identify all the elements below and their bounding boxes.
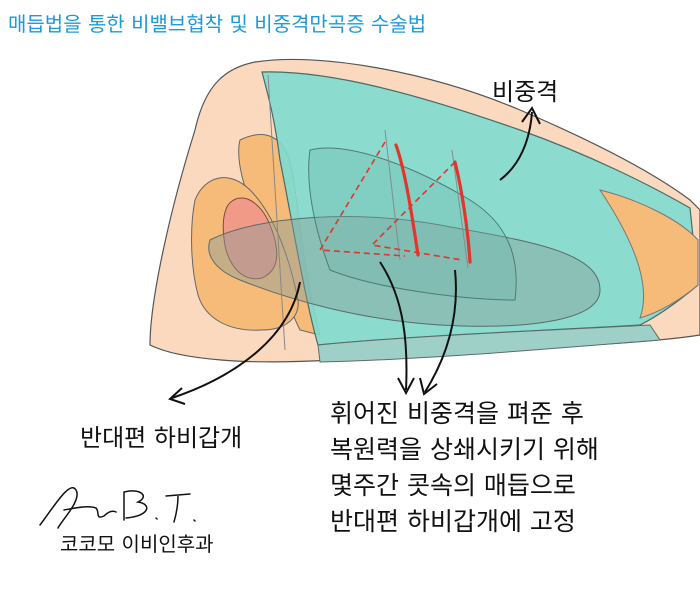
description-line: 휘어진 비중격을 펴준 후 bbox=[330, 399, 584, 428]
arrow-suture-left-head bbox=[397, 377, 415, 396]
suture-path-left bbox=[318, 141, 406, 257]
septum-shape bbox=[261, 71, 699, 346]
description-line: 반대편 하비갑개에 고정 bbox=[330, 507, 576, 536]
septum-label: 비중격 bbox=[492, 78, 559, 106]
arrow-suture-right bbox=[424, 269, 457, 393]
suture-knot-left bbox=[394, 143, 420, 257]
procedure-description: 휘어진 비중격을 펴준 후 복원력을 상쇄시키기 위해 몇주간 콧속의 매듭으로… bbox=[330, 396, 599, 540]
description-line: 복원력을 상쇄시키기 위해 bbox=[330, 435, 599, 464]
clinic-name: 코코모 이비인후과 bbox=[60, 532, 214, 556]
opposite-turbinate-label: 반대편 하비갑개 bbox=[80, 424, 243, 452]
sketch-line bbox=[267, 74, 286, 351]
maxillary-crest bbox=[317, 324, 661, 363]
posterior-bone bbox=[598, 189, 699, 319]
signature-graphic bbox=[39, 487, 196, 529]
page-title: 매듭법을 통한 비밸브협착 및 비중격만곡증 수술법 bbox=[8, 12, 427, 36]
nostril bbox=[222, 197, 278, 280]
description-line: 몇주간 콧속의 매듭으로 bbox=[330, 471, 576, 500]
arrow-turbinate bbox=[171, 281, 301, 399]
inferior-turbinate bbox=[208, 216, 601, 327]
sketch-line bbox=[384, 129, 401, 261]
arrow-suture-left bbox=[379, 261, 408, 391]
arrow-septum-head bbox=[521, 106, 541, 125]
arrow-turbinate-head bbox=[168, 387, 186, 405]
arrow-suture-right-head bbox=[419, 377, 438, 396]
arrow-septum bbox=[499, 111, 533, 181]
sketch-line bbox=[451, 149, 469, 269]
suture-knot-right bbox=[453, 160, 472, 264]
